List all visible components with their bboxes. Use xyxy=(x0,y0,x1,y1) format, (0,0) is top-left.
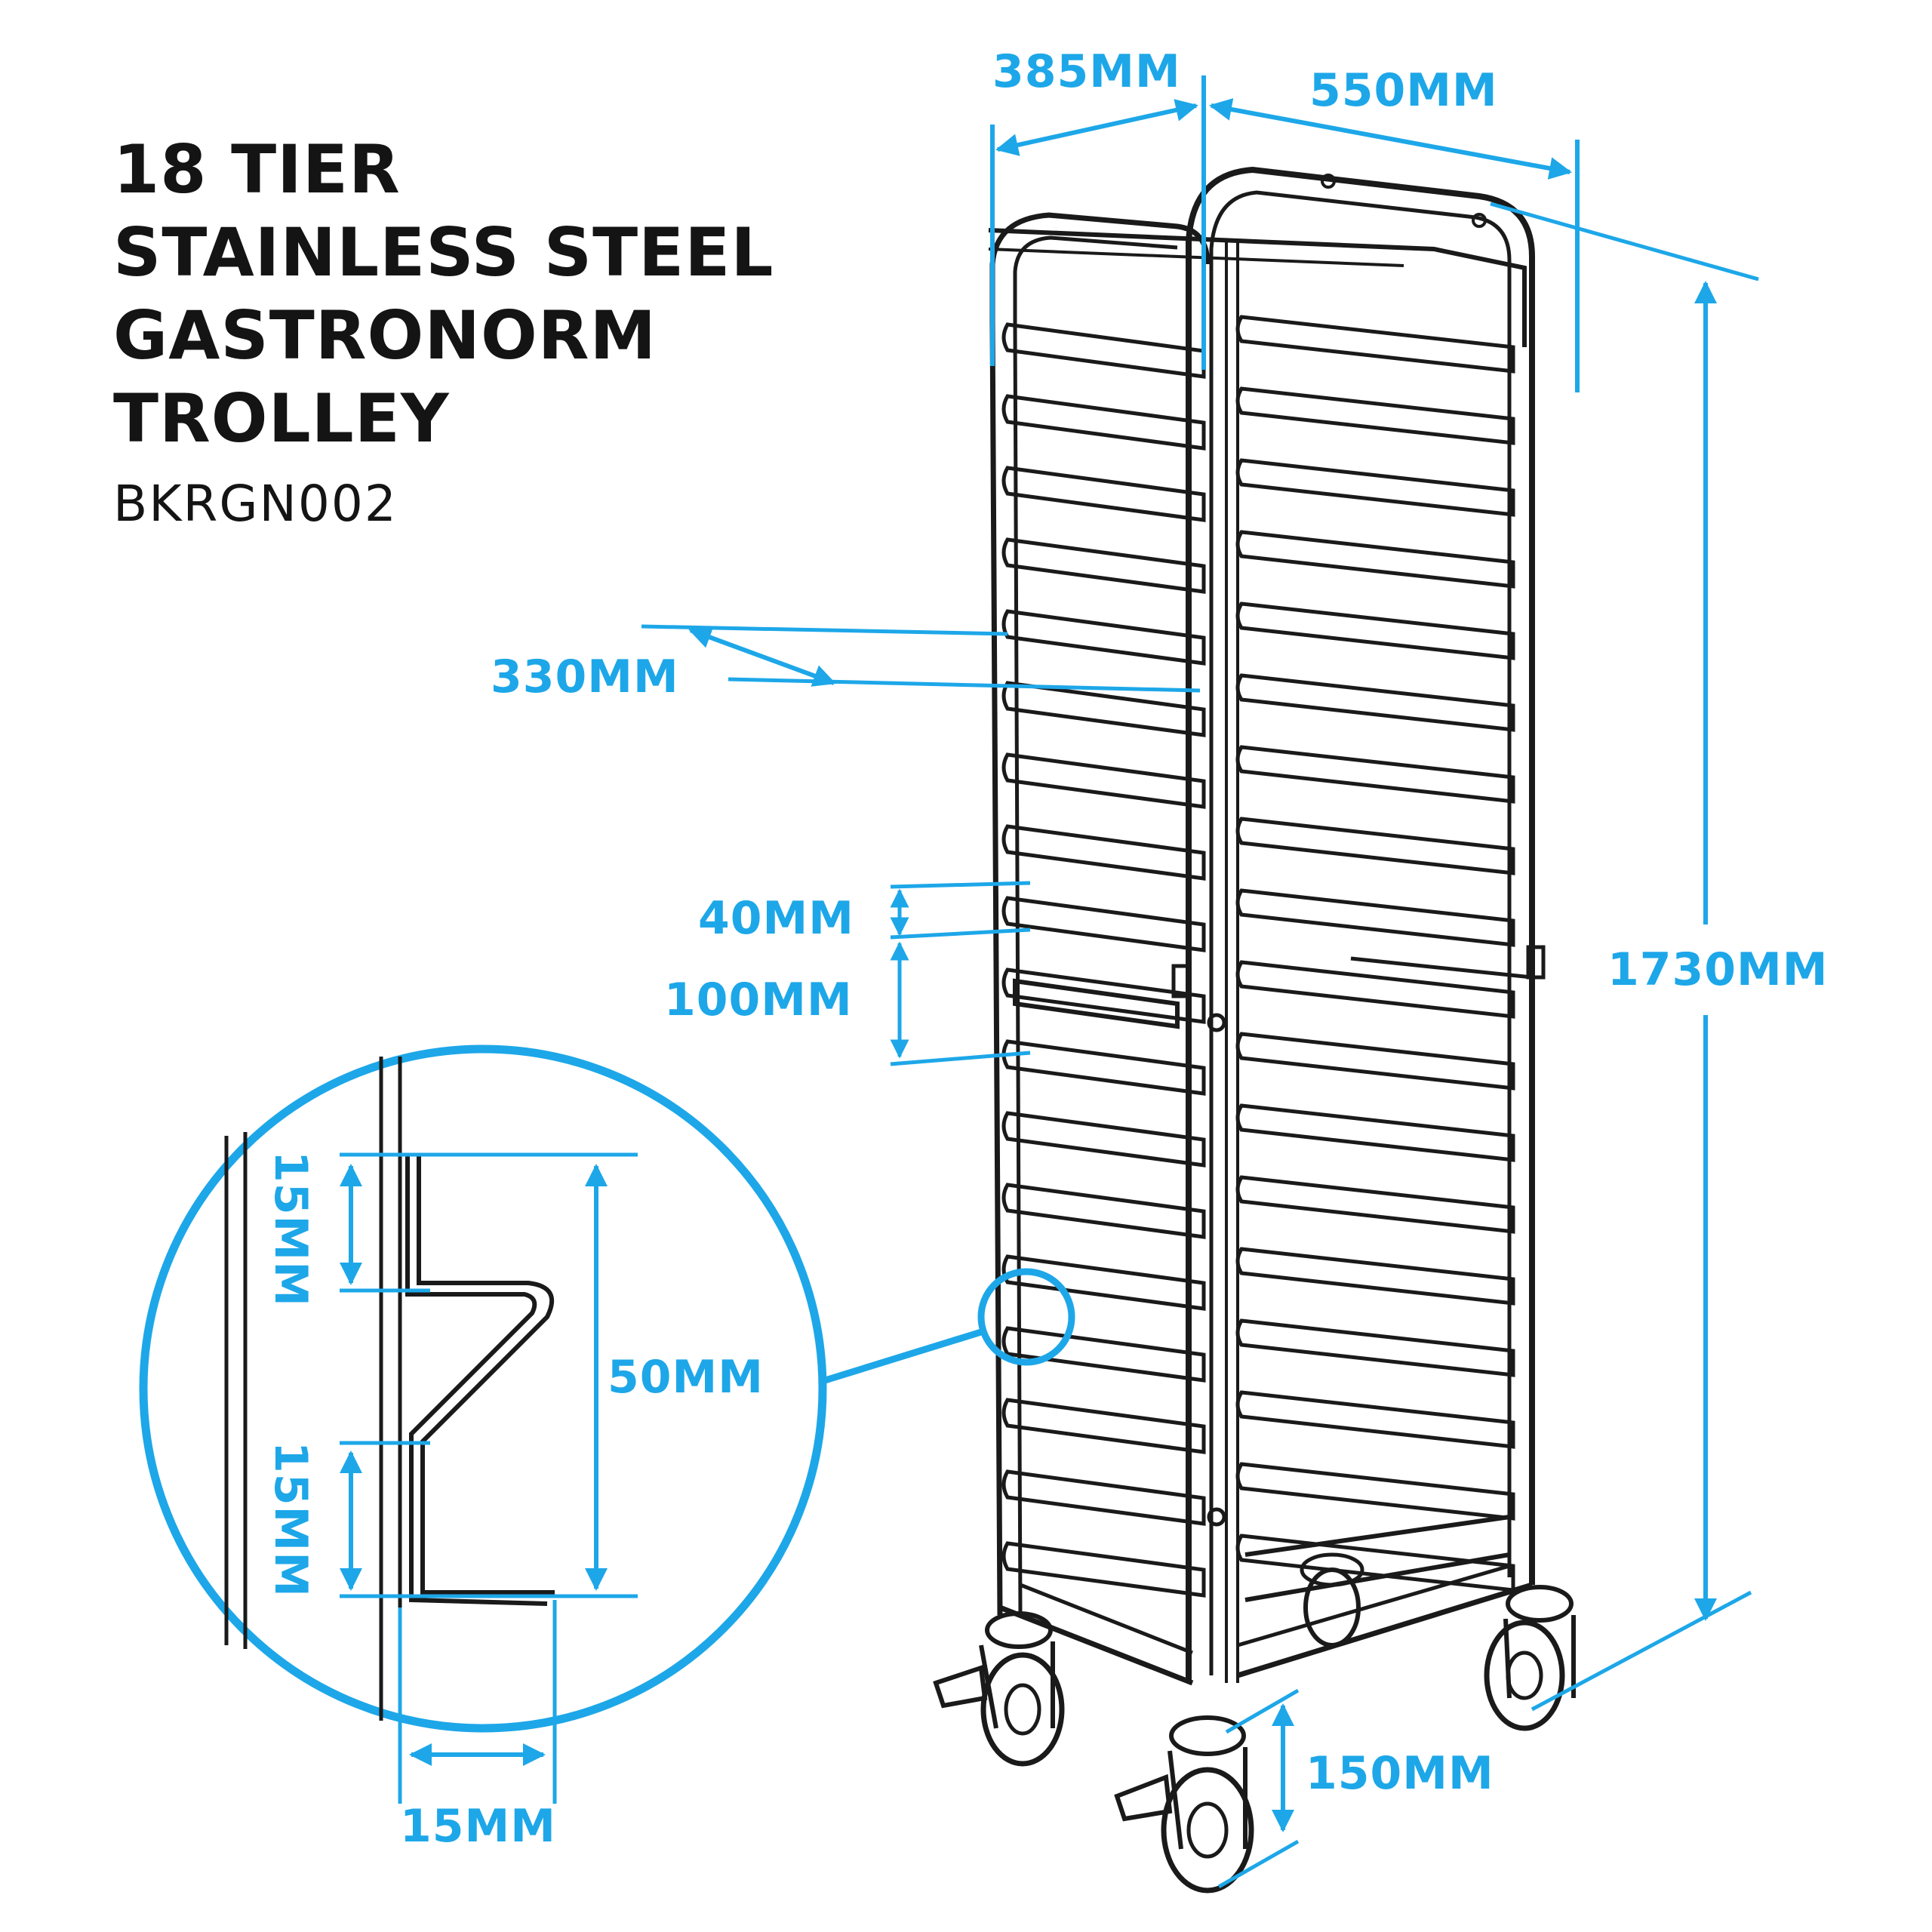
detail-total-label: 50MM xyxy=(608,1351,764,1404)
brake-pedal xyxy=(1114,1774,1173,1822)
bolt xyxy=(1207,1013,1226,1032)
runner-rail xyxy=(1001,1398,1206,1454)
runner-rail xyxy=(1001,322,1206,379)
runner-rail xyxy=(1235,1032,1515,1091)
runner-pitch-label: 100MM xyxy=(664,974,853,1026)
runner-rail xyxy=(1235,601,1515,660)
dimension-labels: 385MM 550MM 1730MM 330MM 40MM 100MM 150M… xyxy=(264,45,1828,1853)
runner-rail xyxy=(1001,1039,1206,1096)
detail-connector xyxy=(821,1328,983,1385)
depth-dimension-arrow xyxy=(995,99,1198,156)
runner-rails-left xyxy=(1001,322,1206,1598)
castor-height-label: 150MM xyxy=(1306,1747,1494,1800)
left-rear-upright xyxy=(989,320,1003,1616)
runner-rail xyxy=(1001,537,1206,594)
bottom-frame-front xyxy=(1236,1582,1534,1678)
product-code: BKRGN002 xyxy=(113,475,398,533)
runner-rail xyxy=(1001,394,1206,451)
runner-rail xyxy=(1235,1534,1515,1592)
depth-label: 385MM xyxy=(992,45,1181,98)
inner-width-dimension-arrow xyxy=(688,626,836,687)
runner-rail xyxy=(1235,315,1515,374)
runner-rail xyxy=(1001,1254,1206,1311)
runner-rail xyxy=(1235,530,1515,589)
runner-rail xyxy=(1235,1390,1515,1449)
detail-depth-label: 15MM xyxy=(400,1800,556,1853)
title-line-2: STAINLESS STEEL xyxy=(113,214,774,291)
runner-rail xyxy=(1001,466,1206,522)
runner-rail xyxy=(1001,1469,1206,1526)
runner-rail xyxy=(1235,1247,1515,1306)
runner-profile xyxy=(417,1155,555,1595)
zoom-circle-icon xyxy=(139,1044,1075,1804)
runner-rail xyxy=(1001,896,1206,952)
dimension-lines xyxy=(641,75,1759,1889)
runner-rail xyxy=(1235,386,1515,445)
detail-zoom-circle xyxy=(139,1044,827,1733)
inner-width-label: 330MM xyxy=(491,651,679,703)
runner-rail xyxy=(1235,1103,1515,1162)
product-title: 18 TIER STAINLESS STEEL GASTRONORM TROLL… xyxy=(113,131,774,457)
runner-rail xyxy=(1235,1462,1515,1521)
runner-rail xyxy=(1001,609,1206,666)
runner-rail xyxy=(1001,1326,1206,1383)
castor-wheel-icon xyxy=(933,1552,1576,1894)
detail-upper-label: 15MM xyxy=(264,1151,317,1307)
runner-rail xyxy=(1235,960,1515,1019)
width-label: 550MM xyxy=(1309,64,1498,117)
title-line-3: GASTRONORM xyxy=(113,297,657,374)
detail-lower-label: 15MM xyxy=(264,1441,317,1598)
runner-rail xyxy=(1235,1175,1515,1234)
runner-rail xyxy=(1235,817,1515,875)
bottom-frame-left xyxy=(998,1604,1194,1686)
bolt xyxy=(1207,1507,1226,1527)
runner-rail xyxy=(1001,1183,1206,1239)
runner-rail xyxy=(1001,752,1206,809)
runner-rail xyxy=(1001,1541,1206,1598)
title-line-4: TROLLEY xyxy=(113,380,450,457)
runner-rail xyxy=(1001,824,1206,881)
brake-pedal xyxy=(933,1664,988,1709)
title-line-1: 18 TIER xyxy=(113,131,401,208)
runner-rails-right xyxy=(1235,315,1515,1592)
width-dimension-arrow xyxy=(1209,98,1572,180)
height-label: 1730MM xyxy=(1607,943,1828,996)
detail-marker-circle xyxy=(977,1268,1075,1366)
runner-rail xyxy=(1235,1318,1515,1377)
bolt xyxy=(1472,213,1487,228)
runner-rail xyxy=(1235,745,1515,804)
runner-rail xyxy=(1235,888,1515,947)
runner-rail xyxy=(1235,673,1515,732)
trolley-frame xyxy=(988,166,1546,1686)
runner-rail xyxy=(1001,1111,1206,1168)
runner-rail xyxy=(1235,458,1515,517)
runner-rail xyxy=(1001,968,1206,1024)
top-frame-back xyxy=(988,228,1527,347)
runner-gap-label: 40MM xyxy=(698,892,854,945)
